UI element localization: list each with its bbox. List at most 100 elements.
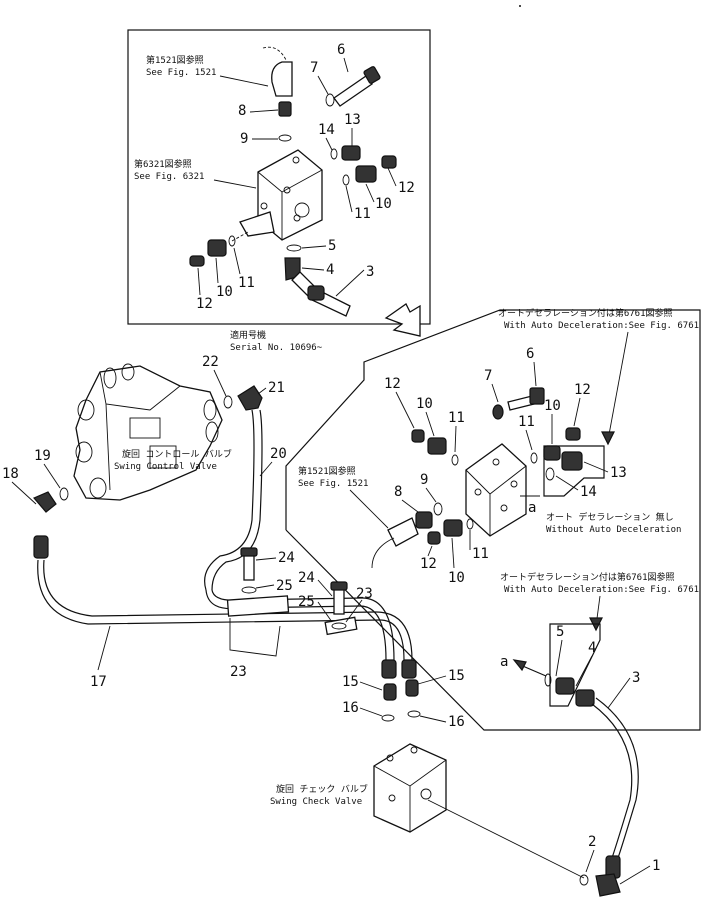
part-1-elbow	[595, 873, 621, 897]
inset-part-6-bolt	[325, 66, 381, 107]
inset-num-11b: 11	[238, 275, 255, 291]
port-a-arrowhead	[512, 659, 527, 672]
main-num-16b: 16	[448, 714, 465, 730]
main-num-14: 14	[580, 484, 597, 500]
speck	[519, 5, 521, 7]
check-valve-to-fitting-leader	[427, 799, 585, 879]
leader-4	[575, 655, 593, 687]
main-num-3: 3	[632, 670, 640, 686]
leader-18	[11, 481, 37, 505]
swing-control-en: Swing Control Valve	[114, 462, 217, 472]
leader-21	[257, 387, 267, 395]
inset-border	[127, 29, 431, 325]
main-frame-leaders	[349, 361, 609, 569]
fitting-15-right	[405, 679, 419, 697]
hose-end-right	[401, 659, 417, 679]
inset-lower-fittings	[284, 244, 351, 317]
main-see-1521-jp: 第1521図参照	[298, 465, 356, 477]
main-num-8: 8	[394, 484, 402, 500]
main-num-20: 20	[270, 446, 287, 462]
main-num-5: 5	[556, 624, 564, 640]
leader-5	[555, 639, 563, 677]
main-num-23b: 23	[356, 586, 373, 602]
auto-decel-low-en: With Auto Deceleration:See Fig. 6761	[504, 585, 699, 595]
inset-fittings-right	[330, 145, 397, 186]
bolts-24-washers-25	[240, 547, 348, 630]
hose-20-lower-inner	[211, 589, 395, 661]
auto-decel-low-box	[549, 623, 601, 707]
without-auto-en: Without Auto Deceleration	[546, 525, 681, 535]
auto-decel-top-leader	[607, 331, 629, 441]
inset-num-11: 11	[354, 206, 371, 222]
leader-23b	[345, 599, 363, 623]
fitting-15-left	[383, 683, 397, 701]
leader-20	[259, 461, 273, 477]
main-num-4: 4	[588, 640, 596, 656]
leader-17	[97, 625, 111, 671]
reference-arrow	[384, 303, 421, 337]
clamps-23	[226, 595, 358, 657]
main-frame-numbers: 12 10 11 7 6 12 10 11 9 8 13 14 11 10 12	[384, 346, 627, 586]
main-num-21: 21	[268, 380, 285, 396]
main-num-23: 23	[230, 664, 247, 680]
hose-20-assembly	[204, 385, 263, 591]
inset-see-1521-en: See Fig. 1521	[146, 68, 216, 78]
inset-fittings-left	[189, 231, 249, 267]
left-elbow-fittings	[33, 487, 69, 559]
main-fittings	[371, 387, 583, 569]
main-num-9: 9	[420, 472, 428, 488]
main-num-16: 16	[342, 700, 359, 716]
main-num-13: 13	[610, 465, 627, 481]
hose-17-inner	[43, 559, 413, 661]
leader-25b	[317, 601, 333, 623]
inset-see-1521-jp: 第1521図参照	[146, 54, 204, 66]
main-num-7: 7	[484, 368, 492, 384]
auto-decel-box	[543, 445, 605, 497]
leader-1	[619, 865, 651, 885]
main-see-1521-en: See Fig. 1521	[298, 479, 368, 489]
main-num-25: 25	[276, 578, 293, 594]
swing-check-valve	[373, 743, 447, 833]
hose-3-outer	[591, 703, 633, 859]
serial-label-jp: 適用号機	[230, 329, 266, 341]
main-num-19: 19	[34, 448, 51, 464]
inset-leaders	[197, 57, 397, 297]
inset-num-14: 14	[318, 122, 335, 138]
leader-3	[607, 677, 631, 709]
hose-20-lower-outer	[205, 589, 387, 661]
inset-part-numbers: 6 7 8 9 13 14 12 10 11 5 4 3 11 10 12	[196, 42, 415, 312]
leader-15b	[417, 675, 447, 685]
main-num-12c: 12	[420, 556, 437, 572]
swing-check-en: Swing Check Valve	[270, 797, 362, 807]
inset-see-6321-jp: 第6321図参照	[134, 158, 192, 170]
hose-end-left	[381, 659, 397, 679]
leader-19	[43, 463, 61, 489]
main-num-11b: 11	[518, 414, 535, 430]
main-valve-block	[465, 443, 527, 537]
inset-num-10b: 10	[216, 284, 233, 300]
hose-3-inner	[595, 697, 639, 859]
main-num-18: 18	[2, 466, 19, 482]
auto-decel-top-jp: オートデセラレーション付は第6761図参照	[498, 307, 673, 319]
inset-valve-block	[239, 149, 323, 241]
main-num-10b: 10	[544, 398, 561, 414]
leader-24b	[317, 579, 333, 597]
main-num-24b: 24	[298, 570, 315, 586]
inset-num-12b: 12	[196, 296, 213, 312]
without-auto-jp: オート デセラレーション 無し	[546, 511, 674, 523]
leader-16	[359, 707, 383, 717]
leader-24	[255, 557, 277, 561]
inset-part-8-fitting	[262, 46, 293, 142]
inset-num-9: 9	[240, 131, 248, 147]
swing-control-valve	[73, 363, 223, 501]
leader-2	[585, 849, 595, 873]
main-num-12: 12	[384, 376, 401, 392]
leader-16b	[419, 715, 447, 723]
auto-decel-top-en: With Auto Deceleration:See Fig. 6761	[504, 321, 699, 331]
main-lower-right-fittings	[544, 673, 595, 707]
main-num-15b: 15	[448, 668, 465, 684]
inset-num-4: 4	[326, 262, 334, 278]
inset-num-8: 8	[238, 103, 246, 119]
main-num-11: 11	[448, 410, 465, 426]
inset-num-5: 5	[328, 238, 336, 254]
